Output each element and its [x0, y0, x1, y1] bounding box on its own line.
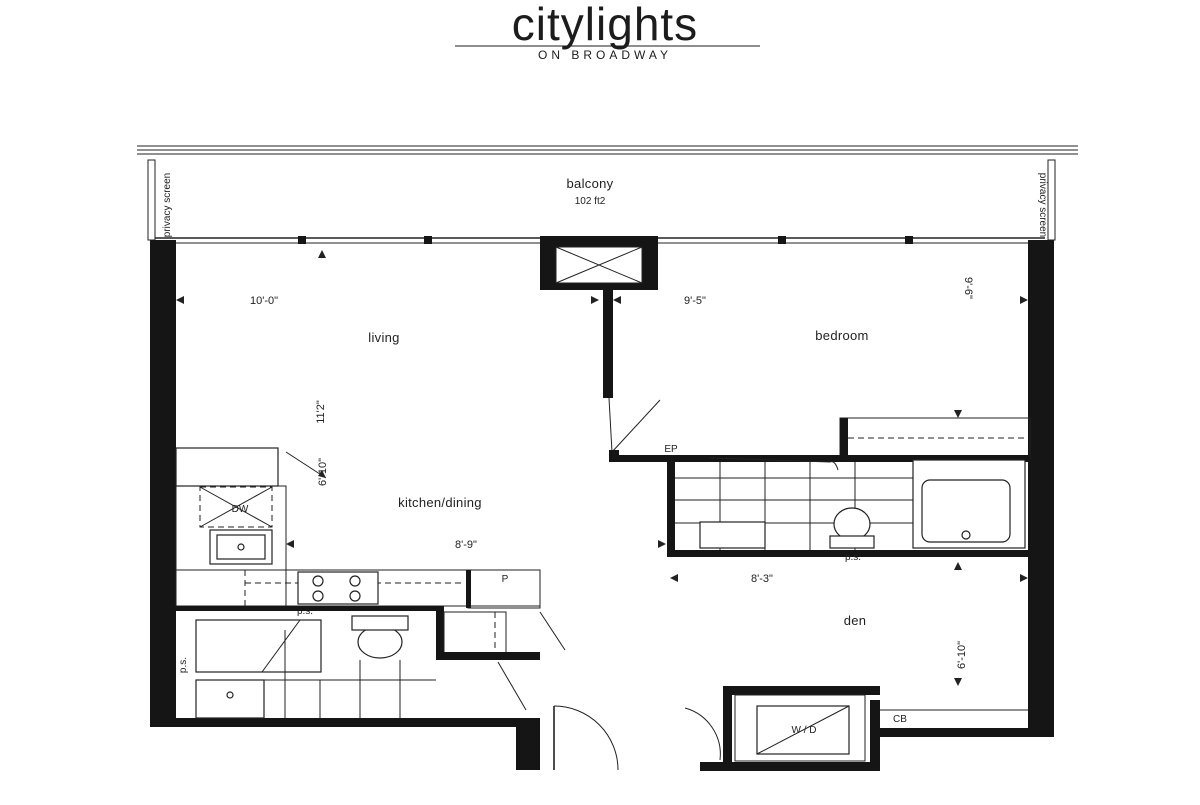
balcony-railing	[137, 145, 1078, 155]
logo: citylights ON BROADWAY	[455, 0, 760, 62]
ps-label-bathroom: p.s.	[178, 657, 189, 673]
washer-dryer-label: W / D	[792, 725, 817, 736]
pantry-label: P	[502, 574, 509, 585]
ps-label-kitchen: p.s.	[297, 606, 313, 617]
kitchen: P DW p.s.	[175, 447, 541, 617]
logo-tagline: ON BROADWAY	[538, 48, 672, 62]
dim-den-width: 8'-3"	[751, 573, 773, 585]
dim-living-depth: 11'2"	[315, 400, 327, 424]
dishwasher-label: DW	[232, 504, 249, 515]
living-bedroom-wall	[603, 290, 661, 462]
room-living: living	[368, 330, 399, 345]
entry-door	[553, 705, 619, 771]
room-bedroom: bedroom	[815, 328, 868, 343]
dim-kitchen-width: 8'-9"	[455, 539, 477, 551]
privacy-screen-right: privacy screen	[1037, 159, 1056, 241]
logo-name: citylights	[512, 0, 698, 50]
privacy-screen-left-label: privacy screen	[162, 173, 173, 237]
balcony-area: 102 ft2	[575, 196, 606, 207]
bedroom-closet	[839, 417, 1031, 459]
ensuite-bathroom	[610, 455, 1030, 557]
mechanical-shaft	[540, 236, 658, 290]
exterior-walls	[150, 240, 1054, 771]
dim-bedroom-depth: 9'-6"	[962, 277, 974, 299]
laundry-closet: W / D CB	[684, 694, 1028, 762]
ep-label: EP	[664, 444, 678, 455]
balcony-label: balcony	[567, 176, 614, 191]
cb-label: CB	[893, 714, 907, 725]
dim-bedroom-width: 9'-5"	[684, 295, 706, 307]
dim-living-width: 10'-0"	[250, 295, 278, 307]
privacy-screen-left: privacy screen	[147, 159, 173, 241]
ps-label-ensuite: p.s.	[845, 552, 861, 563]
dim-kitchen-depth: 6'-10"	[317, 458, 329, 486]
room-kitchen-dining: kitchen/dining	[398, 495, 482, 510]
main-bathroom: p.s.	[176, 606, 566, 719]
dim-den-depth: 6'-10"	[956, 641, 968, 669]
dimension-marks	[176, 250, 1028, 686]
privacy-screen-right-label: privacy screen	[1037, 173, 1048, 237]
room-den: den	[844, 613, 867, 628]
